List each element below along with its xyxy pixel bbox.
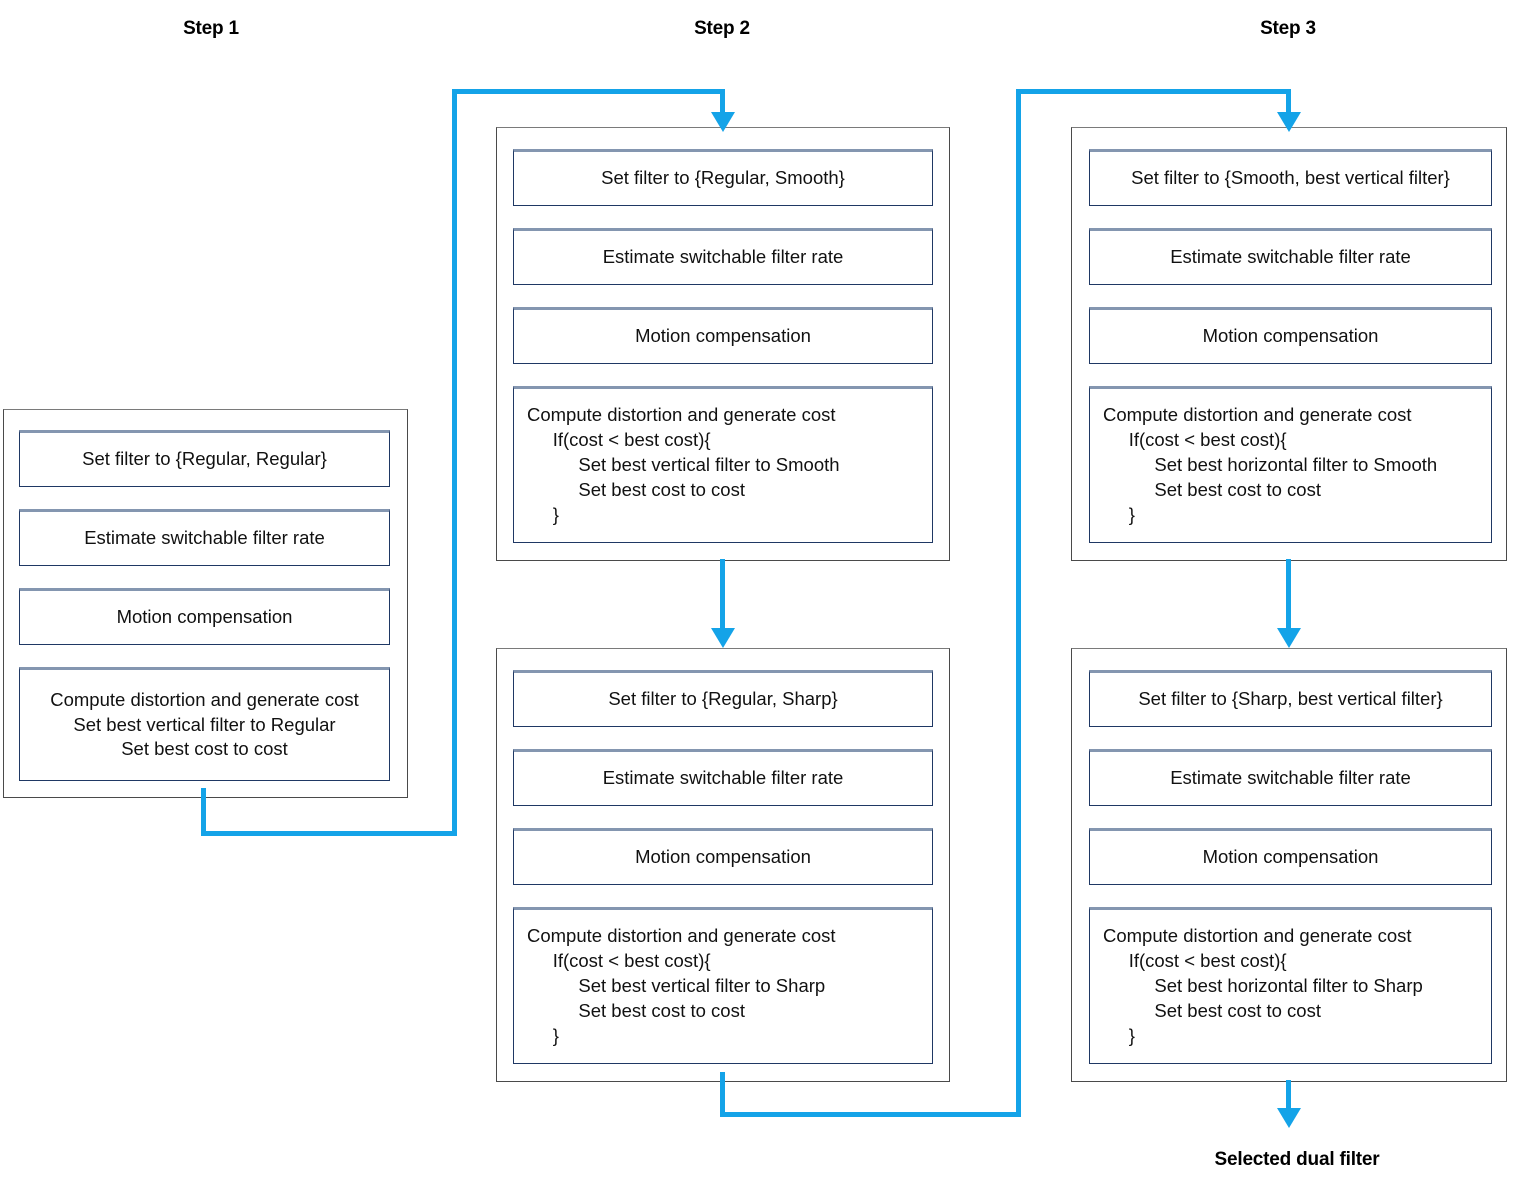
step2b-compute-cost-label: Compute distortion and generate cost If(… [527,925,836,1046]
step1-estimate-rate-node[interactable]: Estimate switchable filter rate [19,509,390,566]
step1-set-filter-label: Set filter to {Regular, Regular} [82,448,327,470]
connector-step2-to-step3-horizontal [720,1112,1021,1117]
step2a-estimate-rate-label: Estimate switchable filter rate [602,246,844,268]
step3a-set-filter-node[interactable]: Set filter to {Smooth, best vertical fil… [1089,149,1492,206]
connector-step3-entry-horizontal [1016,89,1291,94]
connector-step3-exit-line [1286,1080,1291,1112]
step1-compute-cost-label: Compute distortion and generate cost Set… [50,688,359,760]
arrowhead-step2-entry-icon [711,112,735,132]
step-2-title: Step 2 [694,18,750,39]
step3a-estimate-rate-node[interactable]: Estimate switchable filter rate [1089,228,1492,285]
connector-step3-entry-drop [1286,89,1291,115]
step2a-compute-cost-node[interactable]: Compute distortion and generate cost If(… [513,386,933,543]
arrowhead-step2-internal-icon [711,628,735,648]
step3a-compute-cost-node[interactable]: Compute distortion and generate cost If(… [1089,386,1492,543]
connector-step1-exit-down [201,788,206,836]
step2a-set-filter-label: Set filter to {Regular, Smooth} [601,167,845,189]
step2a-motion-compensation-node[interactable]: Motion compensation [513,307,933,364]
step2b-estimate-rate-label: Estimate switchable filter rate [602,767,844,789]
step3a-set-filter-label: Set filter to {Smooth, best vertical fil… [1131,167,1450,189]
step-3-block-b-group: Set filter to {Sharp, best vertical filt… [1071,648,1507,1082]
connector-step2-exit-down [720,1072,725,1117]
step2a-motion-compensation-label: Motion compensation [635,325,811,347]
connector-step2-entry-horizontal [452,89,725,94]
selected-dual-filter-label: Selected dual filter [1214,1149,1380,1170]
step2b-set-filter-label: Set filter to {Regular, Sharp} [608,688,838,710]
step3b-compute-cost-label: Compute distortion and generate cost If(… [1103,925,1423,1046]
step3b-motion-compensation-node[interactable]: Motion compensation [1089,828,1492,885]
step3b-set-filter-node[interactable]: Set filter to {Sharp, best vertical filt… [1089,670,1492,727]
step1-set-filter-node[interactable]: Set filter to {Regular, Regular} [19,430,390,487]
connector-step1-to-step2-horizontal [201,831,457,836]
step3b-motion-compensation-label: Motion compensation [1202,846,1379,868]
step2a-compute-cost-label: Compute distortion and generate cost If(… [527,404,840,525]
step2b-estimate-rate-node[interactable]: Estimate switchable filter rate [513,749,933,806]
connector-step1-to-step2-riser [452,89,457,834]
step3a-motion-compensation-node[interactable]: Motion compensation [1089,307,1492,364]
arrowhead-terminal-icon [1277,1108,1301,1128]
step-3-title: Step 3 [1260,18,1316,39]
step2b-motion-compensation-node[interactable]: Motion compensation [513,828,933,885]
step1-motion-compensation-label: Motion compensation [116,606,293,628]
step2b-motion-compensation-label: Motion compensation [635,846,811,868]
step3b-estimate-rate-node[interactable]: Estimate switchable filter rate [1089,749,1492,806]
step3b-compute-cost-node[interactable]: Compute distortion and generate cost If(… [1089,907,1492,1064]
arrowhead-step3-entry-icon [1277,112,1301,132]
step1-estimate-rate-label: Estimate switchable filter rate [84,527,325,549]
step-2-block-b-group: Set filter to {Regular, Sharp} Estimate … [496,648,950,1082]
step-1-title: Step 1 [183,18,239,39]
connector-step3-internal-line [1286,559,1291,631]
step2a-estimate-rate-node[interactable]: Estimate switchable filter rate [513,228,933,285]
step3a-compute-cost-label: Compute distortion and generate cost If(… [1103,404,1438,525]
connector-step2-internal-line [720,559,725,631]
step3b-set-filter-label: Set filter to {Sharp, best vertical filt… [1138,688,1443,710]
connector-step2-entry-drop [720,89,725,115]
step2b-compute-cost-node[interactable]: Compute distortion and generate cost If(… [513,907,933,1064]
step-2-block-a-group: Set filter to {Regular, Smooth} Estimate… [496,127,950,561]
step2a-set-filter-node[interactable]: Set filter to {Regular, Smooth} [513,149,933,206]
step3b-estimate-rate-label: Estimate switchable filter rate [1170,767,1411,789]
step3a-motion-compensation-label: Motion compensation [1202,325,1379,347]
step1-motion-compensation-node[interactable]: Motion compensation [19,588,390,645]
step-3-block-a-group: Set filter to {Smooth, best vertical fil… [1071,127,1507,561]
step1-compute-cost-node[interactable]: Compute distortion and generate cost Set… [19,667,390,781]
step-1-group: Set filter to {Regular, Regular} Estimat… [3,409,408,798]
connector-step2-to-step3-riser [1016,89,1021,1117]
step2b-set-filter-node[interactable]: Set filter to {Regular, Sharp} [513,670,933,727]
step3a-estimate-rate-label: Estimate switchable filter rate [1170,246,1411,268]
arrowhead-step3-internal-icon [1277,628,1301,648]
